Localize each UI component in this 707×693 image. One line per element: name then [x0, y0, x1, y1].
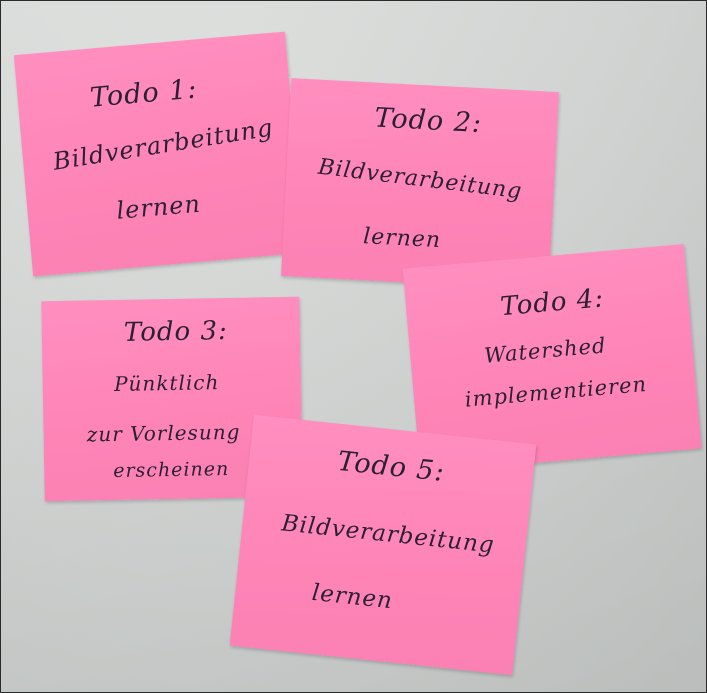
note-title: Todo 5:: [336, 445, 447, 488]
note-text-line: Bildverarbeitung: [316, 154, 524, 205]
note-text-line: lernen: [310, 579, 395, 615]
note-text-line: Pünktlich: [113, 370, 220, 397]
note-title: Todo 3:: [123, 316, 229, 348]
note-title: Todo 1:: [88, 73, 199, 114]
note-text-line: Bildverarbeitung: [280, 510, 496, 559]
note-text-line: Watershed: [483, 333, 608, 368]
note-text-line: implementieren: [463, 371, 648, 412]
note-text-line: lernen: [362, 224, 442, 254]
note-title: Todo 2:: [373, 102, 483, 140]
note-title: Todo 4:: [499, 283, 606, 323]
sticky-note-todo-5: Todo 5: Bildverarbeitung lernen: [229, 414, 537, 676]
note-text-line: Bildverarbeitung: [51, 113, 276, 176]
